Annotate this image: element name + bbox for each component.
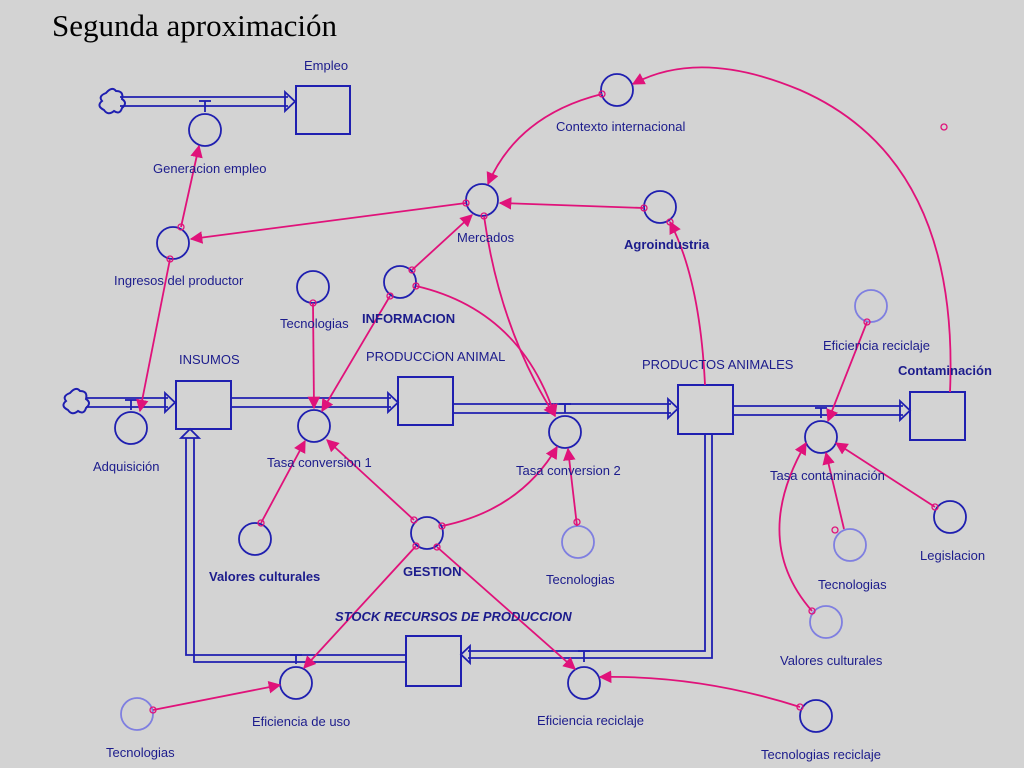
link-adquisicion-from-ingresos: [136, 258, 171, 413]
link-tecnologias-to-tasa-contaminacion: [822, 451, 845, 530]
label-contexto-internacional: Contexto internacional: [556, 119, 685, 134]
var-gestion: [410, 516, 444, 550]
stock-recursos-produccion: [405, 635, 462, 687]
link-gestion-to-tasa2: [441, 445, 558, 527]
label-tecnologias-top: Tecnologias: [280, 316, 349, 331]
var-eficiencia-reciclaje-top: [854, 289, 888, 323]
var-tecnologias-mid: [561, 525, 595, 559]
link-gestion-to-tasa1: [326, 439, 415, 521]
cloud-source-empleo-icon: [98, 87, 126, 115]
label-tasa-contaminacion: Tasa contaminación: [770, 468, 885, 483]
label-adquisicion: Adquisición: [93, 459, 160, 474]
var-legislacion: [933, 500, 967, 534]
label-ingresos-productor: Ingresos del productor: [114, 273, 244, 288]
link-mercados-to-ingresos: [189, 202, 467, 244]
label-legislacion: Legislacion: [920, 548, 985, 563]
label-valores-culturales-left: Valores culturales: [209, 569, 320, 584]
var-agroindustria: [643, 190, 677, 224]
label-mercados: Mercados: [457, 230, 515, 245]
label-eficiencia-uso: Eficiencia de uso: [252, 714, 350, 729]
var-tecnologias-top: [296, 270, 330, 304]
link-tecnologias-to-tasa2: [563, 447, 578, 527]
link-eficiencia-reciclaje-to-tasa-contaminacion: [826, 321, 868, 423]
link-contaminacion-to-contexto: [631, 66, 952, 393]
link-contexto-to-mercados: [486, 93, 603, 186]
label-tasa-conversion-2: Tasa conversion 2: [516, 463, 621, 478]
label-empleo: Empleo: [304, 58, 348, 73]
flow-adquisicion: [86, 390, 177, 415]
link-legislacion-to-tasa-contaminacion: [834, 442, 936, 508]
link-agroindustria-to-mercados: [498, 197, 645, 210]
label-tecnologias-reciclaje: Tecnologias reciclaje: [761, 747, 881, 762]
causal-links: [136, 66, 952, 711]
var-tecnologias-right: [833, 528, 867, 562]
stock-empleo: [295, 85, 351, 135]
stock-produccion-animal: [397, 376, 454, 426]
label-stock-recursos: STOCK RECURSOS DE PRODUCCION: [335, 609, 572, 624]
var-contexto-internacional: [600, 73, 634, 107]
flow-generacion-empleo: [120, 89, 297, 114]
link-informacion-to-mercados: [411, 214, 473, 271]
var-tasa-conversion-2: [548, 415, 582, 449]
link-ingresos-to-generacion: [180, 144, 203, 228]
flow-productos-to-stock: [459, 434, 713, 666]
flow-stock-to-insumos: [178, 427, 590, 664]
page-title: Segunda aproximación: [52, 8, 337, 43]
var-tasa-conversion-1: [297, 409, 331, 443]
link-informacion-to-tasa1: [321, 295, 391, 413]
link-tecnologias-to-tasa1: [307, 302, 321, 410]
cloud-source-insumos-icon: [62, 387, 90, 415]
var-valores-culturales-right: [809, 605, 843, 639]
label-valores-culturales-right: Valores culturales: [780, 653, 883, 668]
var-mercados: [465, 183, 499, 217]
var-valores-culturales-left: [238, 522, 272, 556]
label-tecnologias-right: Tecnologias: [818, 577, 887, 592]
label-gestion: GESTION: [403, 564, 462, 579]
flow-tasa-contaminacion: [734, 398, 912, 423]
var-tasa-contaminacion: [804, 420, 838, 454]
label-productos-animales: PRODUCTOS ANIMALES: [642, 357, 794, 372]
var-adquisicion: [114, 411, 148, 445]
link-gestion-to-eficiencia-uso: [303, 545, 417, 669]
stock-productos-animales: [677, 384, 734, 435]
stock-contaminacion: [909, 391, 966, 441]
link-mercados-to-tasa2: [483, 215, 556, 418]
link-tecnologias-reciclaje-to-eficiencia: [598, 670, 801, 708]
label-produccion-animal: PRODUCCiON ANIMAL: [366, 349, 505, 364]
link-origin-dots: [149, 90, 948, 714]
label-eficiencia-reciclaje-bottom: Eficiencia reciclaje: [537, 713, 644, 728]
label-informacion: INFORMACION: [362, 311, 455, 326]
label-tecnologias-bottom: Tecnologias: [106, 745, 175, 760]
var-ingresos-productor: [156, 226, 190, 260]
link-valores-to-tasa1: [260, 439, 306, 524]
label-contaminacion: Contaminación: [898, 363, 992, 378]
flow-tasa-conversion-2: [454, 396, 680, 421]
var-eficiencia-uso: [279, 666, 313, 700]
link-valores-to-tasa-contaminacion: [778, 441, 813, 612]
stock-insumos: [175, 380, 232, 430]
label-generacion-empleo: Generacion empleo: [153, 161, 266, 176]
var-eficiencia-reciclaje-bottom: [567, 666, 601, 700]
var-tecnologias-bottom: [120, 697, 154, 731]
link-tecnologias-to-eficiencia-uso: [152, 681, 282, 711]
var-generacion-empleo: [188, 113, 222, 147]
label-eficiencia-reciclaje-top: Eficiencia reciclaje: [823, 338, 930, 353]
label-insumos: INSUMOS: [179, 352, 240, 367]
link-gestion-to-eficiencia-reciclaje: [436, 546, 576, 670]
var-tecnologias-reciclaje: [799, 699, 833, 733]
link-productos-to-agroindustria: [669, 220, 706, 386]
var-informacion: [383, 265, 417, 299]
label-agroindustria: Agroindustria: [624, 237, 710, 252]
label-tecnologias-mid: Tecnologias: [546, 572, 615, 587]
label-tasa-conversion-1: Tasa conversion 1: [267, 455, 372, 470]
link-informacion-to-tasa2: [415, 285, 558, 418]
